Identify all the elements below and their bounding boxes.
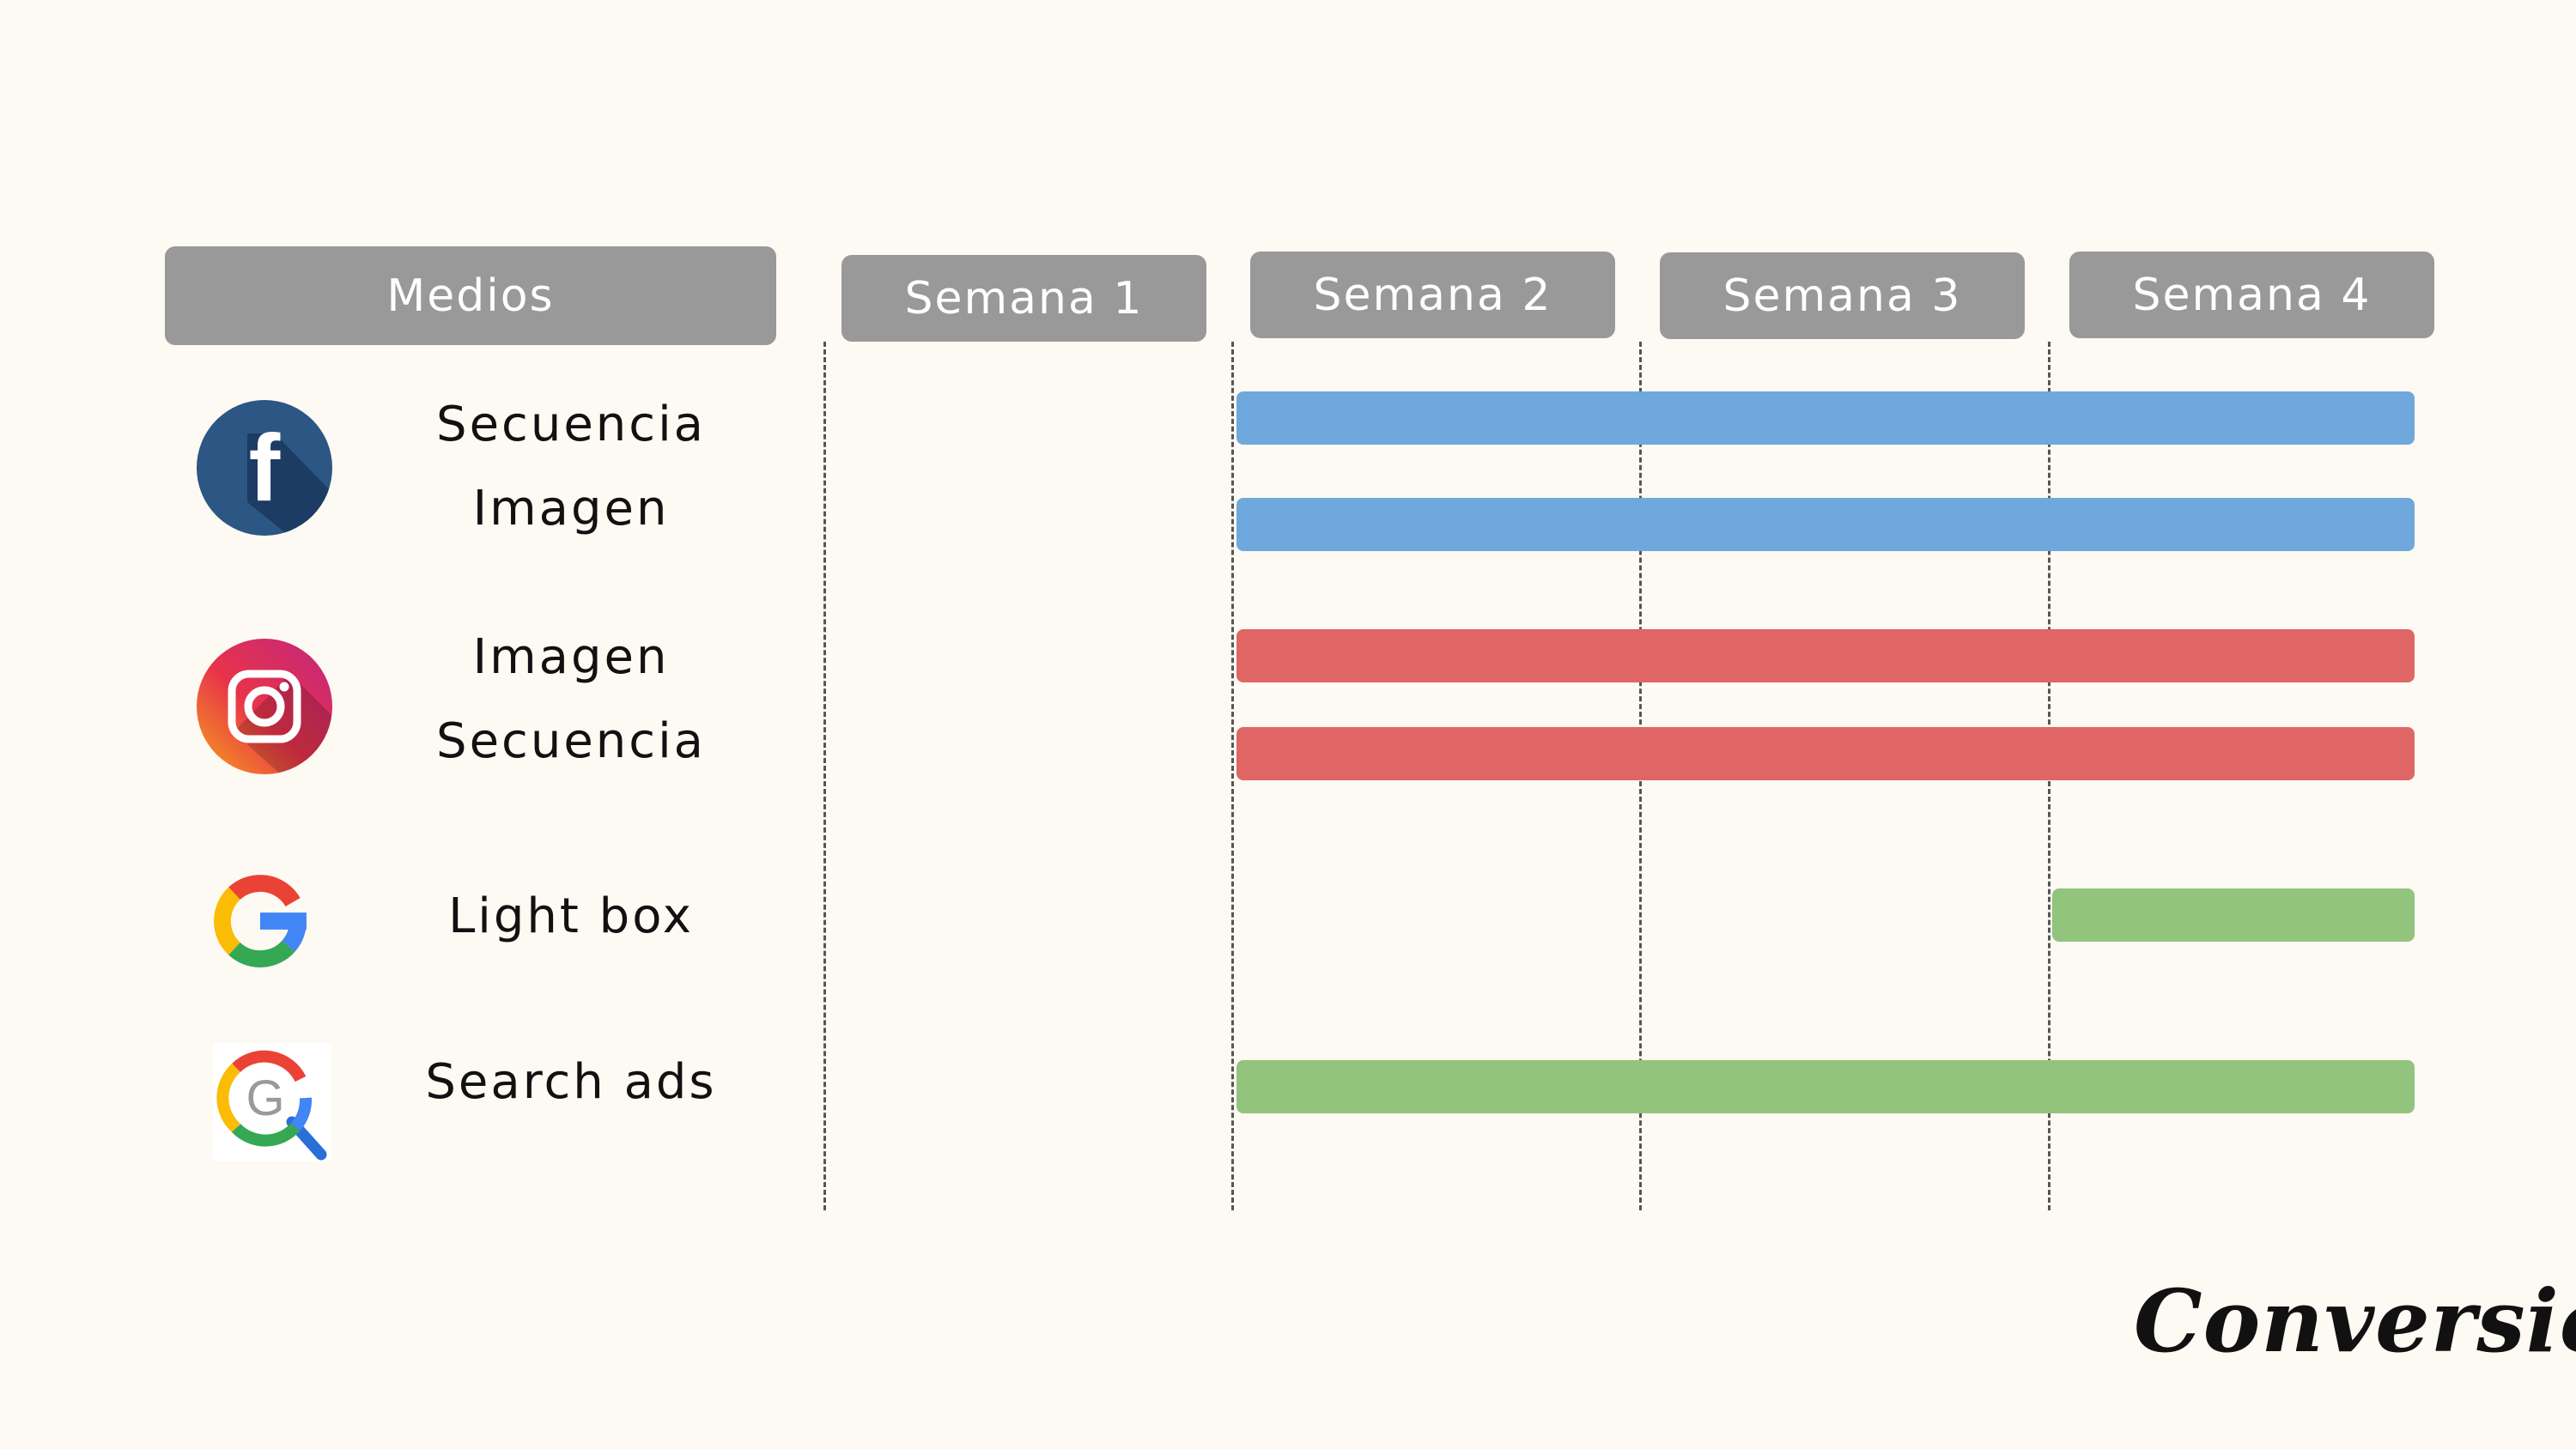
row-label-facebook-secuencia: Secuencia [436, 397, 706, 452]
row-label-instagram-secuencia: Secuencia [436, 713, 706, 769]
svg-text:f: f [249, 415, 281, 521]
instagram-icon [197, 639, 332, 774]
row-label-google-search-ads: Search ads [425, 1054, 717, 1110]
row-label-facebook-imagen: Imagen [472, 481, 670, 537]
header-week-2: Semana 2 [1250, 252, 1615, 338]
header-week-4-label: Semana 4 [2132, 269, 2372, 321]
bar-instagram-imagen [1236, 629, 2415, 682]
week-separator-1 [823, 342, 826, 1210]
header-week-2-label: Semana 2 [1313, 269, 1552, 321]
bar-facebook-secuencia [1236, 391, 2415, 445]
header-week-1: Semana 1 [841, 255, 1206, 342]
bar-google-search-ads [1236, 1060, 2415, 1113]
header-medios: Medios [165, 246, 776, 345]
week-separator-2 [1231, 342, 1234, 1210]
header-medios-label: Medios [386, 270, 555, 322]
google-icon [214, 875, 307, 967]
header-week-1-label: Semana 1 [904, 272, 1144, 324]
header-week-3-label: Semana 3 [1722, 270, 1962, 322]
facebook-icon: f [197, 400, 332, 536]
svg-text:G: G [246, 1070, 284, 1126]
header-week-4: Semana 4 [2069, 252, 2434, 338]
brand-logo: Conversión [2134, 1270, 2576, 1372]
row-label-google-lightbox: Light box [448, 888, 694, 944]
bar-facebook-imagen [1236, 498, 2415, 551]
row-label-instagram-imagen: Imagen [472, 629, 670, 685]
bar-instagram-secuencia [1236, 727, 2415, 780]
bar-google-lightbox [2052, 888, 2415, 942]
header-week-3: Semana 3 [1660, 252, 2025, 339]
google-search-icon: G [213, 1043, 331, 1161]
